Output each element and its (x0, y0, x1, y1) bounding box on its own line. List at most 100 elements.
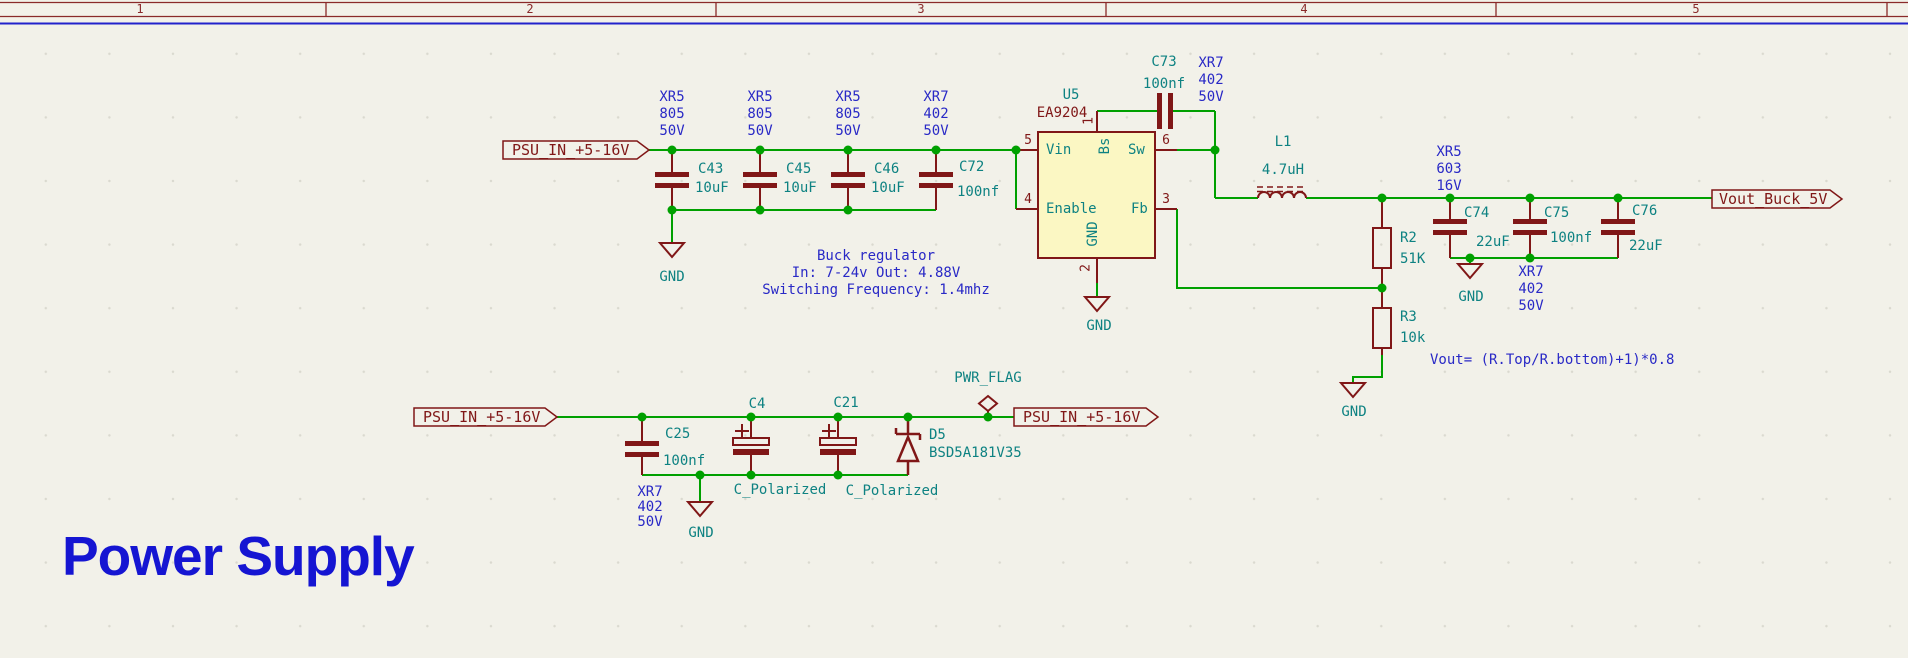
part-field[interactable]: XR5 (747, 89, 773, 105)
section-number: 2 (526, 2, 534, 16)
part-field[interactable]: 402 (637, 499, 663, 515)
part-field[interactable]: 805 (747, 106, 773, 122)
pwr-flag-label[interactable]: PWR_FLAG (954, 370, 1022, 386)
component-value[interactable]: BSD5A181V35 (929, 445, 1022, 461)
ic-u5[interactable] (1016, 111, 1177, 283)
section-number: 3 (917, 2, 925, 16)
component-ref[interactable]: R2 (1400, 230, 1417, 246)
component-ref[interactable]: R3 (1400, 309, 1417, 325)
pin-name-gnd: GND (1085, 221, 1101, 247)
component-ref[interactable]: C76 (1632, 203, 1658, 219)
part-field[interactable]: XR5 (835, 89, 861, 105)
net-label-shape (1013, 407, 1160, 427)
component-ref[interactable]: C75 (1544, 205, 1570, 221)
component-ref[interactable]: C21 (833, 395, 859, 411)
net-label-outlines[interactable] (413, 140, 1844, 427)
resistor-r3[interactable] (1372, 288, 1392, 355)
component-ref[interactable]: L1 (1274, 134, 1292, 150)
net-label-psu-in-bottom-right[interactable]: PSU_IN_+5-16V (1023, 408, 1141, 426)
gnd-symbol (1082, 296, 1112, 313)
inductor-l1[interactable] (1257, 186, 1307, 199)
part-field[interactable]: 402 (1198, 72, 1224, 88)
capacitor-c73 (1157, 93, 1173, 129)
part-field[interactable]: 402 (923, 106, 949, 122)
component-value[interactable]: 10uF (783, 180, 817, 196)
gnd-symbol (657, 242, 687, 259)
part-field[interactable]: 603 (1436, 161, 1462, 177)
part-field[interactable]: 805 (835, 106, 861, 122)
pin-name-fb: Fb (1131, 201, 1148, 217)
component-value[interactable]: 100nf (663, 453, 706, 469)
note-buck-line3[interactable]: Switching Frequency: 1.4mhz (762, 282, 990, 298)
component-value[interactable]: 51K (1400, 251, 1426, 267)
component-value[interactable]: 22uF (1629, 238, 1663, 254)
gnd-label: GND (1341, 404, 1367, 420)
capacitor-c21-polarized (819, 417, 857, 475)
note-buck-line2[interactable]: In: 7-24v Out: 4.88V (791, 265, 961, 281)
component-value[interactable]: 10uF (871, 180, 905, 196)
net-label-psu-in-top[interactable]: PSU_IN_+5-16V (512, 141, 630, 159)
title-text[interactable]: Power Supply (62, 525, 415, 587)
component-value[interactable]: 100nf (1550, 230, 1593, 246)
gnd-symbol (1338, 382, 1368, 399)
wires[interactable] (557, 110, 1712, 502)
gnd-label: GND (1086, 318, 1112, 334)
note-buck-line1[interactable]: Buck regulator (816, 248, 936, 264)
capacitor-c25 (625, 417, 659, 475)
component-ref[interactable]: C74 (1464, 205, 1490, 221)
part-field[interactable]: XR7 (923, 89, 949, 105)
part-field[interactable]: 50V (747, 123, 773, 139)
ic-ref[interactable]: U5 (1062, 87, 1080, 103)
part-field[interactable]: XR5 (659, 89, 685, 105)
part-field[interactable]: XR5 (1436, 144, 1462, 160)
part-field[interactable]: XR7 (1198, 55, 1224, 71)
wire (1352, 355, 1383, 383)
component-value[interactable]: 100nf (957, 184, 1000, 200)
pin-number-2: 2 (1078, 264, 1094, 272)
component-value[interactable]: 4.7uH (1261, 162, 1305, 178)
part-field[interactable]: 50V (637, 514, 663, 530)
section-number: 4 (1300, 2, 1308, 16)
part-field[interactable]: 50V (1518, 298, 1544, 314)
component-value[interactable]: C_Polarized (733, 482, 827, 498)
component-ref[interactable]: C25 (665, 426, 691, 442)
ic-value[interactable]: EA9204 (1036, 105, 1088, 121)
component-ref[interactable]: C4 (748, 396, 766, 412)
part-field[interactable]: 50V (923, 123, 949, 139)
junction-dots (637, 145, 1623, 480)
net-label-psu-in-bottom-left[interactable]: PSU_IN_+5-16V (423, 408, 541, 426)
part-field[interactable]: 50V (1198, 89, 1224, 105)
component-value[interactable]: 10k (1400, 330, 1426, 346)
gnd-symbols[interactable] (657, 242, 1485, 518)
capacitor-c75 (1513, 199, 1547, 258)
component-value[interactable]: 10uF (695, 180, 729, 196)
pin-number-3: 3 (1162, 192, 1170, 207)
component-value[interactable]: C_Polarized (845, 483, 939, 499)
part-field[interactable]: 50V (659, 123, 685, 139)
resistor-r2[interactable] (1372, 199, 1392, 288)
component-ref[interactable]: C43 (698, 161, 724, 177)
gnd-label: GND (659, 269, 685, 285)
part-field[interactable]: 50V (835, 123, 861, 139)
note-vout-formula[interactable]: Vout= (R.Top/R.bottom)+1)*0.8 (1430, 352, 1675, 368)
component-ref[interactable]: C72 (959, 159, 985, 175)
component-ref[interactable]: D5 (929, 427, 946, 443)
part-field[interactable]: 402 (1518, 281, 1544, 297)
capacitor-symbols[interactable] (625, 93, 1635, 475)
pin-name-enable: Enable (1046, 201, 1097, 217)
net-label-vout-buck-5v[interactable]: Vout_Buck_5V (1719, 190, 1828, 208)
component-value[interactable]: 22uF (1476, 234, 1510, 250)
part-field[interactable]: 16V (1436, 178, 1462, 194)
component-ref[interactable]: C45 (786, 161, 812, 177)
part-field[interactable]: 805 (659, 106, 685, 122)
capacitor-c74 (1433, 199, 1467, 258)
part-field[interactable]: XR7 (1518, 264, 1544, 280)
part-field[interactable]: XR7 (637, 484, 663, 500)
pin-number-5: 5 (1024, 133, 1032, 148)
diode-d5[interactable] (894, 417, 922, 475)
component-value[interactable]: 100nf (1142, 76, 1186, 92)
pin-number-4: 4 (1024, 192, 1032, 207)
component-ref[interactable]: C46 (874, 161, 900, 177)
component-ref[interactable]: C73 (1151, 54, 1177, 70)
